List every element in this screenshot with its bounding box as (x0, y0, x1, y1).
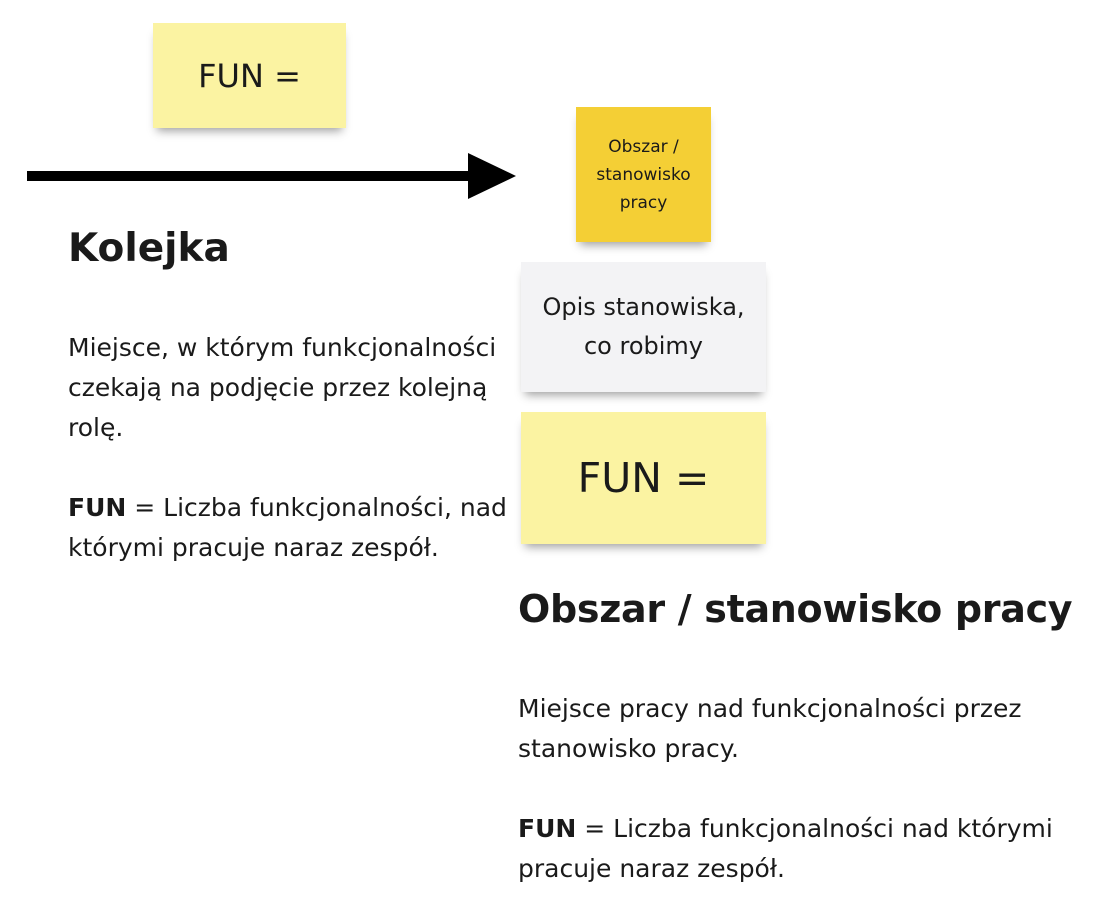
queue-fun-sticky-label: FUN = (198, 56, 301, 95)
work-area-heading: Obszar / stanowisko pracy (518, 587, 1073, 631)
work-area-fun-term: FUN (518, 814, 577, 843)
work-area-description-sticky-label: Opis stanowiska, co robimy (542, 293, 745, 360)
queue-fun-term: FUN (68, 493, 127, 522)
queue-fun-definition: FUN = Liczba funkcjonalności, nad którym… (68, 488, 508, 568)
queue-fun-sticky-note: FUN = (153, 23, 346, 128)
queue-fun-definition-text: = Liczba funkcjonalności, nad którymi pr… (68, 493, 507, 562)
work-area-fun-sticky-note: FUN = (521, 412, 766, 544)
work-area-description-block: Miejsce pracy nad funkcjonalności przez … (518, 689, 1078, 889)
work-area-description: Miejsce pracy nad funkcjonalności przez … (518, 694, 1022, 763)
queue-description-block: Miejsce, w którym funkcjonalności czekaj… (68, 328, 508, 568)
work-area-sticky-note: Obszar / stanowisko pracy (576, 107, 711, 242)
work-area-fun-definition-text: = Liczba funkcjonalności nad którymi pra… (518, 814, 1053, 883)
flow-arrow-head (468, 153, 516, 199)
queue-heading: Kolejka (68, 226, 230, 271)
work-area-fun-definition: FUN = Liczba funkcjonalności nad którymi… (518, 809, 1078, 889)
queue-description: Miejsce, w którym funkcjonalności czekaj… (68, 333, 497, 442)
work-area-fun-sticky-label: FUN = (577, 454, 710, 502)
work-area-sticky-label: Obszar / stanowisko pracy (596, 136, 691, 213)
work-area-description-sticky-note: Opis stanowiska, co robimy (521, 262, 766, 392)
